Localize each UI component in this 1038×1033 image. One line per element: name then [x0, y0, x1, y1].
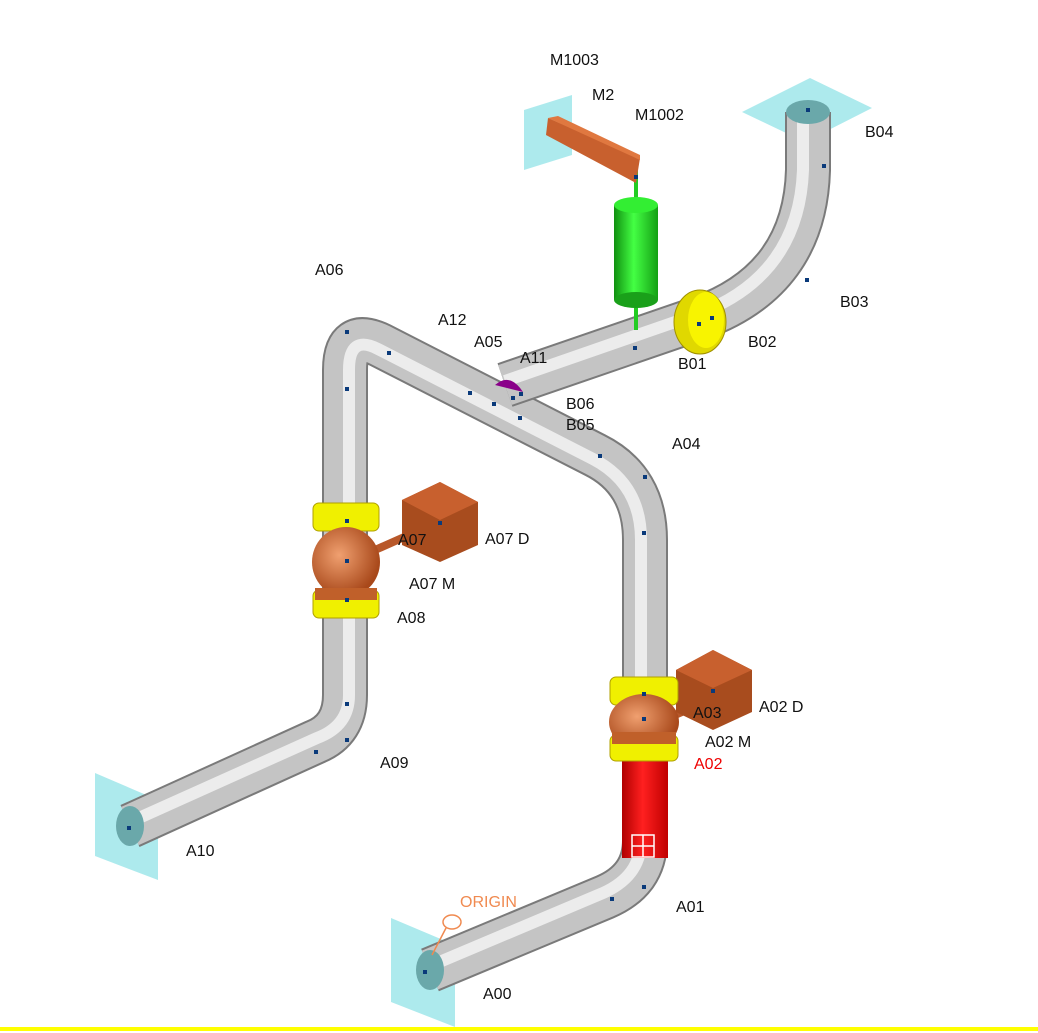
origin-icon: [431, 914, 462, 956]
selected-segment-a02[interactable]: [622, 760, 668, 858]
label-origin: ORIGIN: [460, 894, 517, 911]
label-a02: A02: [694, 756, 723, 773]
label-a07-m: A07 M: [409, 576, 456, 593]
label-a00: A00: [483, 986, 512, 1003]
label-m1002: M1002: [635, 107, 684, 124]
label-a10: A10: [186, 843, 215, 860]
label-a04: A04: [672, 436, 701, 453]
label-b04: B04: [865, 124, 894, 141]
node-points: [127, 108, 826, 974]
label-a09: A09: [380, 755, 409, 772]
label-a05: A05: [474, 334, 503, 351]
label-a07-d: A07 D: [485, 531, 530, 548]
label-a02-d: A02 D: [759, 699, 804, 716]
label-b01: B01: [678, 356, 707, 373]
label-a08: A08: [397, 610, 426, 627]
pipe-run-a[interactable]: [120, 317, 668, 992]
selection-marker-icon: [631, 834, 655, 858]
label-a02-m: A02 M: [705, 734, 752, 751]
label-b02: B02: [748, 334, 777, 351]
label-b06: B06: [566, 396, 595, 413]
label-a01: A01: [676, 899, 705, 916]
valve-a02[interactable]: [609, 650, 752, 762]
label-b03: B03: [840, 294, 869, 311]
label-a06: A06: [315, 262, 344, 279]
label-a03: A03: [693, 705, 722, 722]
label-m1003: M1003: [550, 52, 599, 69]
tee-marker: [495, 379, 523, 392]
viewport-border: [0, 1027, 1038, 1031]
label-b05: B05: [566, 417, 595, 434]
hanger-m2[interactable]: [546, 116, 658, 330]
label-a12: A12: [438, 312, 467, 329]
label-a07: A07: [398, 532, 427, 549]
label-m2: M2: [592, 87, 615, 104]
label-a11: A11: [520, 350, 548, 367]
pipe-end-a00: [416, 950, 444, 990]
